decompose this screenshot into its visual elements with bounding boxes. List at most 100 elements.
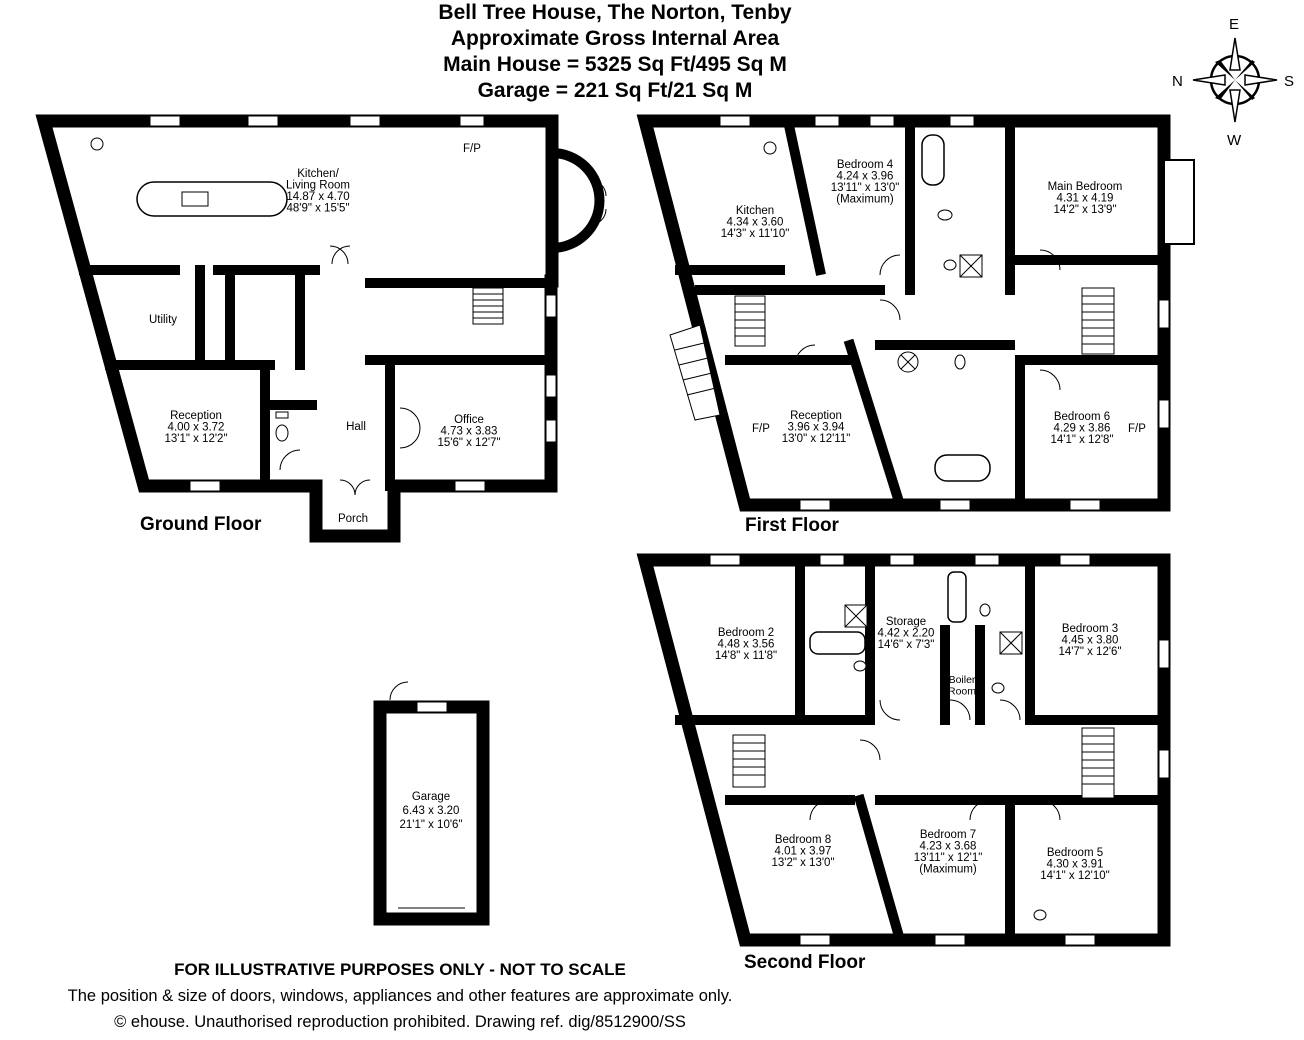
room-label-line: 13'0" x 12'11": [782, 433, 851, 445]
bath-icon: [921, 134, 945, 186]
room-label-line: 4.01 x 3.97: [775, 846, 832, 858]
compass-south-label: S: [1284, 73, 1294, 90]
room-label-line: 14.87 x 4.70: [286, 191, 349, 203]
window: [454, 480, 486, 492]
basin-icon: [90, 137, 919, 373]
compass-icon: E N S W: [1172, 16, 1294, 149]
window: [545, 294, 557, 318]
window: [799, 934, 831, 946]
room-label-line: Office: [454, 414, 484, 426]
bath-icon: [934, 454, 991, 482]
second-floor-label: Second Floor: [744, 952, 866, 973]
first-wall: [843, 338, 907, 512]
room-label-line: Kitchen: [736, 205, 774, 217]
window: [247, 115, 279, 127]
garage-area: Garage = 221 Sq Ft/21 Sq M: [477, 79, 753, 102]
room-label-line: 14'6" x 7'3": [878, 639, 935, 651]
room-label-utility: Utility: [149, 314, 177, 326]
bath-icon: [947, 571, 967, 623]
window: [974, 554, 1000, 566]
room-label-line: Bedroom 6: [1054, 411, 1110, 423]
shower-icon: [959, 254, 983, 278]
window: [149, 115, 181, 127]
room-label-line: 13'1" x 12'2": [164, 433, 227, 445]
window: [1064, 934, 1096, 946]
room-label-line: 14'8" x 11'8": [715, 650, 777, 662]
bath-icon: [809, 631, 866, 655]
compass-east-label: E: [1229, 16, 1239, 33]
window: [1158, 399, 1170, 429]
room-label-line: 4.48 x 3.56: [718, 639, 775, 651]
room-label-line: 21'1" x 10'6": [399, 819, 462, 831]
stair-icon: [1081, 727, 1115, 799]
fireplace-label-ground: F/P: [463, 143, 481, 155]
shower-icon: [999, 631, 1023, 655]
fireplace-label-first-right: F/P: [1128, 423, 1146, 435]
room-label-line: 13'11" x 13'0": [831, 182, 900, 194]
window: [939, 499, 971, 511]
door-arc: [279, 179, 1061, 821]
shower-icon: [844, 604, 868, 628]
compass-north-label: N: [1172, 73, 1183, 90]
room-label-line: 14'1" x 12'10": [1040, 870, 1109, 882]
room-label-line: 48'9" x 15'5": [286, 203, 349, 215]
room-label-line: 3.96 x 3.94: [788, 422, 846, 434]
first-wall: [784, 124, 826, 276]
room-label-line: (Maximum): [836, 194, 894, 206]
window: [1158, 639, 1170, 669]
bay-window: [551, 148, 605, 253]
room-label-line: 4.31 x 4.19: [1057, 193, 1114, 205]
room-label-line: Storage: [886, 616, 926, 628]
stair-icon: [1081, 287, 1115, 355]
room-label-line: Kitchen/: [297, 168, 339, 180]
room-label-line: (Maximum): [919, 864, 977, 876]
room-label-line: 14'1" x 12'8": [1050, 434, 1113, 446]
room-label-line: 4.42 x 2.20: [878, 628, 935, 640]
window: [719, 115, 751, 127]
room-label-line: Bedroom 2: [718, 627, 774, 639]
room-label-line: 13'11" x 12'1": [914, 852, 983, 864]
first-floor-label: First Floor: [745, 515, 839, 536]
compass-west-label: W: [1227, 132, 1242, 149]
room-label-line: Hall: [346, 421, 366, 433]
window: [545, 419, 557, 443]
fireplace-label-first-left: F/P: [752, 423, 770, 435]
external-stair-icon: [669, 324, 721, 421]
room-label-line: Boiler: [949, 674, 976, 686]
room-label-line: Reception: [170, 410, 222, 422]
room-label-hall: Hall: [346, 421, 366, 433]
room-label-porch: Porch: [338, 513, 368, 525]
room-label-line: 4.73 x 3.83: [441, 426, 498, 438]
room-label-line: Main Bedroom: [1048, 181, 1123, 193]
sink-icon: [181, 191, 209, 207]
stair-icon: [734, 295, 766, 347]
room-label-line: Room: [948, 686, 976, 698]
ground-floor-label: Ground Floor: [140, 514, 262, 535]
window: [349, 115, 381, 127]
window: [1158, 749, 1170, 779]
room-label-line: 15'6" x 12'7": [437, 437, 500, 449]
room-label-line: 4.24 x 3.96: [837, 171, 894, 183]
stair-icon: [472, 287, 504, 325]
plan-subtitle: Approximate Gross Internal Area: [450, 27, 780, 50]
bay-window-first: [1163, 159, 1195, 245]
main-house-area: Main House = 5325 Sq Ft/495 Sq M: [443, 53, 787, 76]
window: [949, 115, 975, 127]
window: [1059, 554, 1091, 566]
second-wall: [853, 793, 907, 947]
illustrative-notice: FOR ILLUSTRATIVE PURPOSES ONLY - NOT TO …: [174, 960, 626, 979]
room-label-line: 4.30 x 3.91: [1047, 859, 1104, 871]
window: [799, 499, 831, 511]
